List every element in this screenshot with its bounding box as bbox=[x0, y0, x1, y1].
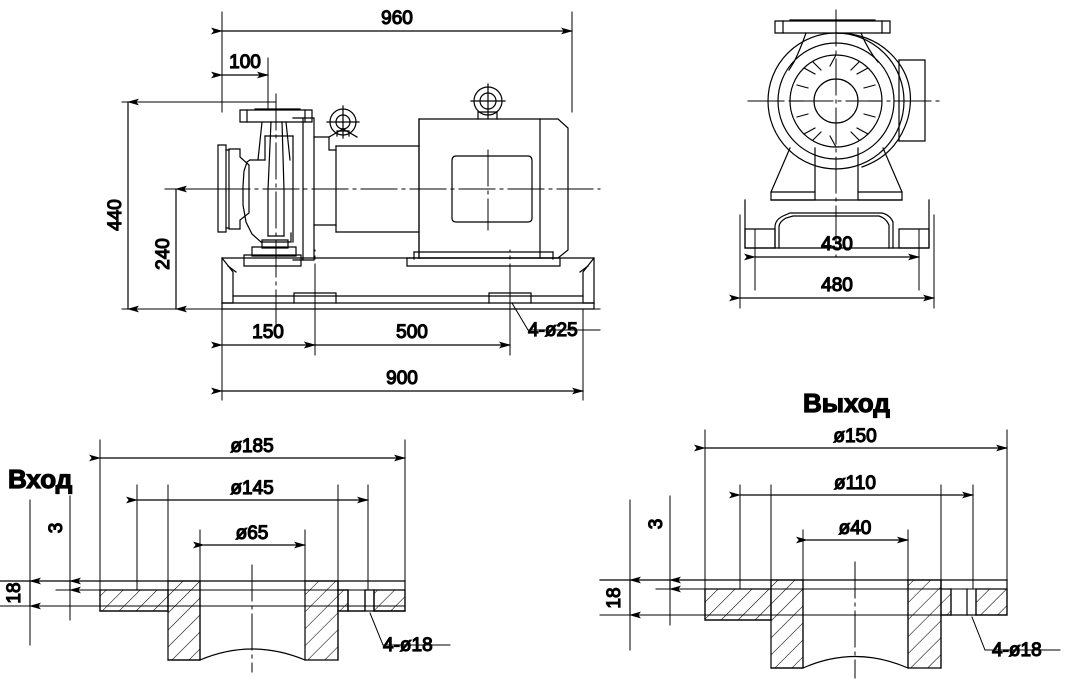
dim-outlet-3-label: 3 bbox=[646, 519, 667, 530]
dim-inlet-d145-label: ø145 bbox=[230, 478, 273, 499]
side-view-geometry bbox=[164, 83, 601, 331]
note-inlet-4-d18-label: 4-ø18 bbox=[383, 635, 433, 656]
dim-inlet-d185-label: ø185 bbox=[230, 436, 273, 457]
note-4-d25-label: 4-ø25 bbox=[528, 320, 578, 341]
dim-inlet-3-label: 3 bbox=[46, 523, 67, 534]
dim-inlet-18-label: 18 bbox=[4, 582, 25, 603]
end-view-dimensions: 430 480 bbox=[729, 214, 935, 309]
dim-150-label: 150 bbox=[252, 322, 284, 343]
dim-outlet-d40-label: ø40 bbox=[839, 518, 872, 539]
dim-430-label: 430 bbox=[821, 234, 853, 255]
dim-960-label: 960 bbox=[381, 8, 413, 29]
outlet-title: Выход bbox=[803, 388, 890, 418]
end-view-geometry bbox=[744, 9, 941, 257]
inlet-flange-detail: Вход bbox=[0, 435, 451, 673]
dim-outlet-18-label: 18 bbox=[604, 587, 625, 608]
side-view-dimensions: 960 100 440 240 150 500 900 4-ø25 bbox=[104, 7, 601, 401]
dim-240-label: 240 bbox=[153, 238, 174, 270]
dim-inlet-d65-label: ø65 bbox=[236, 523, 269, 544]
dim-480-label: 480 bbox=[821, 275, 853, 296]
dim-100-label: 100 bbox=[229, 52, 261, 73]
dim-500-label: 500 bbox=[396, 322, 428, 343]
inlet-title: Вход bbox=[8, 464, 73, 494]
dim-outlet-d150-label: ø150 bbox=[833, 426, 876, 447]
dim-440-label: 440 bbox=[105, 199, 126, 231]
dim-900-label: 900 bbox=[386, 368, 418, 389]
outlet-flange-detail: Выход bbox=[599, 387, 1061, 679]
dim-outlet-d110-label: ø110 bbox=[834, 473, 876, 494]
note-outlet-4-d18-label: 4-ø18 bbox=[992, 640, 1042, 661]
